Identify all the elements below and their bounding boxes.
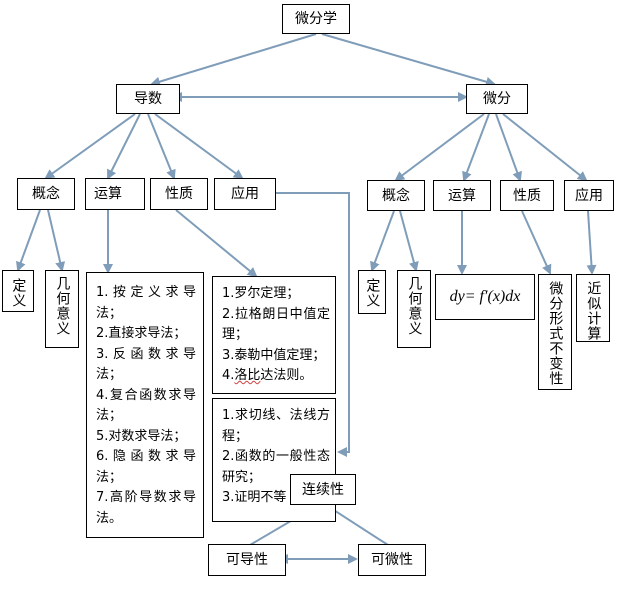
w-geometric-node: 几何意义 bbox=[397, 270, 431, 348]
arrow-w-application-note bbox=[586, 210, 597, 275]
arrow-diffw-continuity bbox=[324, 503, 389, 546]
d-property-node: 性质 bbox=[150, 178, 208, 210]
d-operation-node: 运算 bbox=[85, 178, 145, 210]
d-concept-label: 概念 bbox=[32, 186, 60, 202]
arrow-derivative-property bbox=[147, 113, 176, 180]
d-operation-item: 2.直接求导法； bbox=[96, 326, 187, 341]
w-formula-node: dy= f′(x)dx bbox=[435, 274, 535, 320]
d-geometric-label: 几何意义 bbox=[54, 276, 71, 336]
arrow-derivative-concept bbox=[44, 113, 136, 180]
d-operation-item: 5.对数求导法； bbox=[96, 428, 187, 444]
arrow-d-concept-geometric bbox=[47, 209, 66, 272]
continuity-label: 连续性 bbox=[302, 481, 344, 498]
d-property-list: 1.罗尔定理； 2.拉格朗日中值定理； 3.泰勒中值定理； 4.洛比达法则。 bbox=[222, 284, 330, 387]
d-application-item: 2.函数的一般性态研究； bbox=[222, 449, 330, 485]
d-application-item: 3.证明不等 bbox=[222, 490, 287, 505]
d-geometric-node: 几何意义 bbox=[45, 270, 79, 348]
arrow-differential-concept bbox=[394, 113, 485, 182]
arrow-d-property-list bbox=[175, 209, 258, 278]
d-definition-node: 定义 bbox=[2, 270, 34, 312]
arrow-differential-operation bbox=[462, 113, 490, 182]
d-property-item: 3.泰勒中值定理； bbox=[222, 347, 326, 363]
w-concept-node: 概念 bbox=[367, 180, 425, 211]
d-operation-item: 6.隐函数求导法； bbox=[96, 449, 196, 485]
arrow-d-application-list bbox=[276, 192, 350, 457]
w-concept-label: 概念 bbox=[382, 187, 410, 204]
arrow-root-differential bbox=[321, 33, 496, 87]
d-property-item: 4.洛比达法则。 bbox=[222, 368, 313, 383]
arrow-differential-property bbox=[495, 113, 522, 182]
d-operation-list: 1.按定义求导法； 2.直接求导法； 3.反函数求导法； 4.复合函数求导法； … bbox=[96, 283, 196, 529]
w-property-note-node: 微分形式不变性 bbox=[538, 274, 572, 390]
arrow-w-property-note bbox=[521, 210, 552, 275]
d-property-item: 1.罗尔定理； bbox=[222, 286, 300, 301]
d-operation-label: 运算 bbox=[94, 186, 122, 202]
w-property-note-label: 微分形式不变性 bbox=[547, 281, 564, 386]
d-application-node: 应用 bbox=[214, 178, 276, 210]
d-operation-item: 7.高阶导数求导法。 bbox=[96, 490, 196, 526]
d-application-label: 应用 bbox=[231, 186, 259, 202]
differential-label: 微分 bbox=[483, 91, 511, 107]
arrow-derivative-application bbox=[154, 113, 244, 180]
w-application-note-node: 近似计算 bbox=[576, 274, 610, 342]
w-property-label: 性质 bbox=[513, 187, 541, 204]
derivative-node: 导数 bbox=[116, 84, 180, 114]
d-property-label: 性质 bbox=[165, 186, 193, 202]
arrow-w-concept-definition bbox=[370, 210, 395, 272]
arrow-differential-application bbox=[502, 113, 588, 182]
d-operation-item: 1.按定义求导法； bbox=[96, 285, 196, 321]
differential-node: 微分 bbox=[466, 84, 528, 114]
diff-w-label: 可微性 bbox=[371, 552, 413, 568]
arrow-derivative-operation bbox=[107, 113, 141, 180]
w-application-label: 应用 bbox=[575, 187, 603, 204]
d-property-list-box: 1.罗尔定理； 2.拉格朗日中值定理； 3.泰勒中值定理； 4.洛比达法则。 bbox=[212, 276, 336, 394]
d-application-list: 1.求切线、法线方程； 2.函数的一般性态研究； 3.证明不等 bbox=[222, 406, 330, 509]
d-operation-item: 3.反函数求导法； bbox=[96, 346, 196, 383]
w-operation-node: 运算 bbox=[433, 180, 491, 211]
w-property-node: 性质 bbox=[500, 180, 554, 211]
spellcheck-mark: 洛比 bbox=[234, 368, 261, 383]
root-label: 微分学 bbox=[295, 11, 337, 27]
d-operation-item: 4.复合函数求导法； bbox=[96, 387, 196, 424]
w-application-node: 应用 bbox=[564, 180, 614, 211]
arrow-root-derivative bbox=[150, 33, 317, 87]
d-concept-node: 概念 bbox=[17, 178, 75, 210]
w-definition-node: 定义 bbox=[358, 270, 386, 314]
w-geometric-label: 几何意义 bbox=[406, 276, 423, 336]
derivative-label: 导数 bbox=[134, 91, 162, 107]
continuity-node: 连续性 bbox=[290, 474, 356, 505]
w-formula: dy= f′(x)dx bbox=[449, 288, 521, 305]
w-definition-label: 定义 bbox=[364, 278, 381, 308]
d-operation-list-box: 1.按定义求导法； 2.直接求导法； 3.反函数求导法； 4.复合函数求导法； … bbox=[86, 272, 204, 538]
w-application-note-label: 近似计算 bbox=[585, 281, 602, 341]
arrow-d-concept-definition bbox=[16, 209, 41, 272]
arrow-w-concept-geometric bbox=[399, 210, 419, 272]
d-definition-label: 定义 bbox=[10, 278, 27, 308]
d-property-item: 2.拉格朗日中值定理； bbox=[222, 306, 330, 343]
diff-w-node: 可微性 bbox=[358, 544, 426, 576]
w-operation-label: 运算 bbox=[448, 187, 476, 204]
diff-d-label: 可导性 bbox=[226, 552, 268, 568]
diff-d-node: 可导性 bbox=[208, 544, 286, 576]
d-application-item: 1.求切线、法线方程； bbox=[222, 408, 330, 444]
root-node: 微分学 bbox=[282, 4, 350, 34]
